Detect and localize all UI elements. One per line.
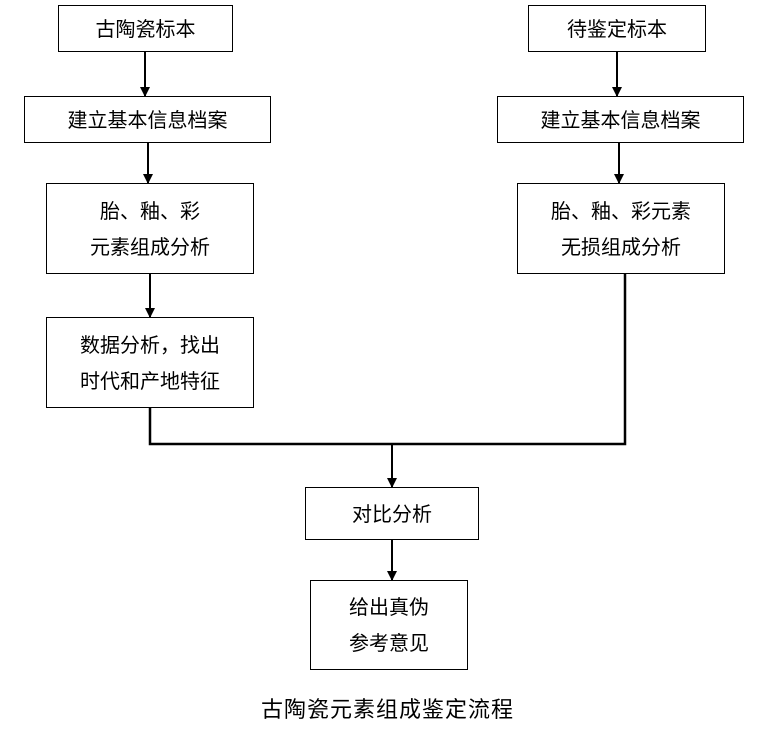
result-line-2: 参考意见 <box>349 631 429 655</box>
left-record-label: 建立基本信息档案 <box>67 107 228 132</box>
diagram-caption: 古陶瓷元素组成鉴定流程 <box>260 698 514 723</box>
result-line-1: 给出真伪 <box>349 595 429 619</box>
left-analysis-line-1: 胎、釉、彩 <box>100 198 200 223</box>
compare-box: 对比分析 <box>305 487 479 540</box>
left-analysis-box: 胎、釉、彩 元素组成分析 <box>46 183 254 274</box>
left-record-box: 建立基本信息档案 <box>24 96 271 143</box>
compare-label: 对比分析 <box>352 501 432 526</box>
pending-sample-label: 待鉴定标本 <box>567 16 667 41</box>
data-analysis-line-2: 时代和产地特征 <box>80 368 220 393</box>
left-analysis-line-2: 元素组成分析 <box>90 234 210 259</box>
ancient-sample-box: 古陶瓷标本 <box>58 5 233 52</box>
ancient-sample-label: 古陶瓷标本 <box>95 16 196 41</box>
right-record-label: 建立基本信息档案 <box>540 107 701 132</box>
merge-line <box>148 274 627 446</box>
right-analysis-line-2: 无损组成分析 <box>561 234 681 259</box>
pending-sample-box: 待鉴定标本 <box>528 5 706 52</box>
right-analysis-box: 胎、釉、彩元素 无损组成分析 <box>517 183 725 274</box>
data-analysis-line-1: 数据分析，找出 <box>80 332 220 357</box>
result-box: 给出真伪 参考意见 <box>310 580 468 670</box>
right-record-box: 建立基本信息档案 <box>497 96 744 143</box>
right-analysis-line-1: 胎、釉、彩元素 <box>551 198 691 223</box>
data-analysis-box: 数据分析，找出 时代和产地特征 <box>46 317 254 408</box>
